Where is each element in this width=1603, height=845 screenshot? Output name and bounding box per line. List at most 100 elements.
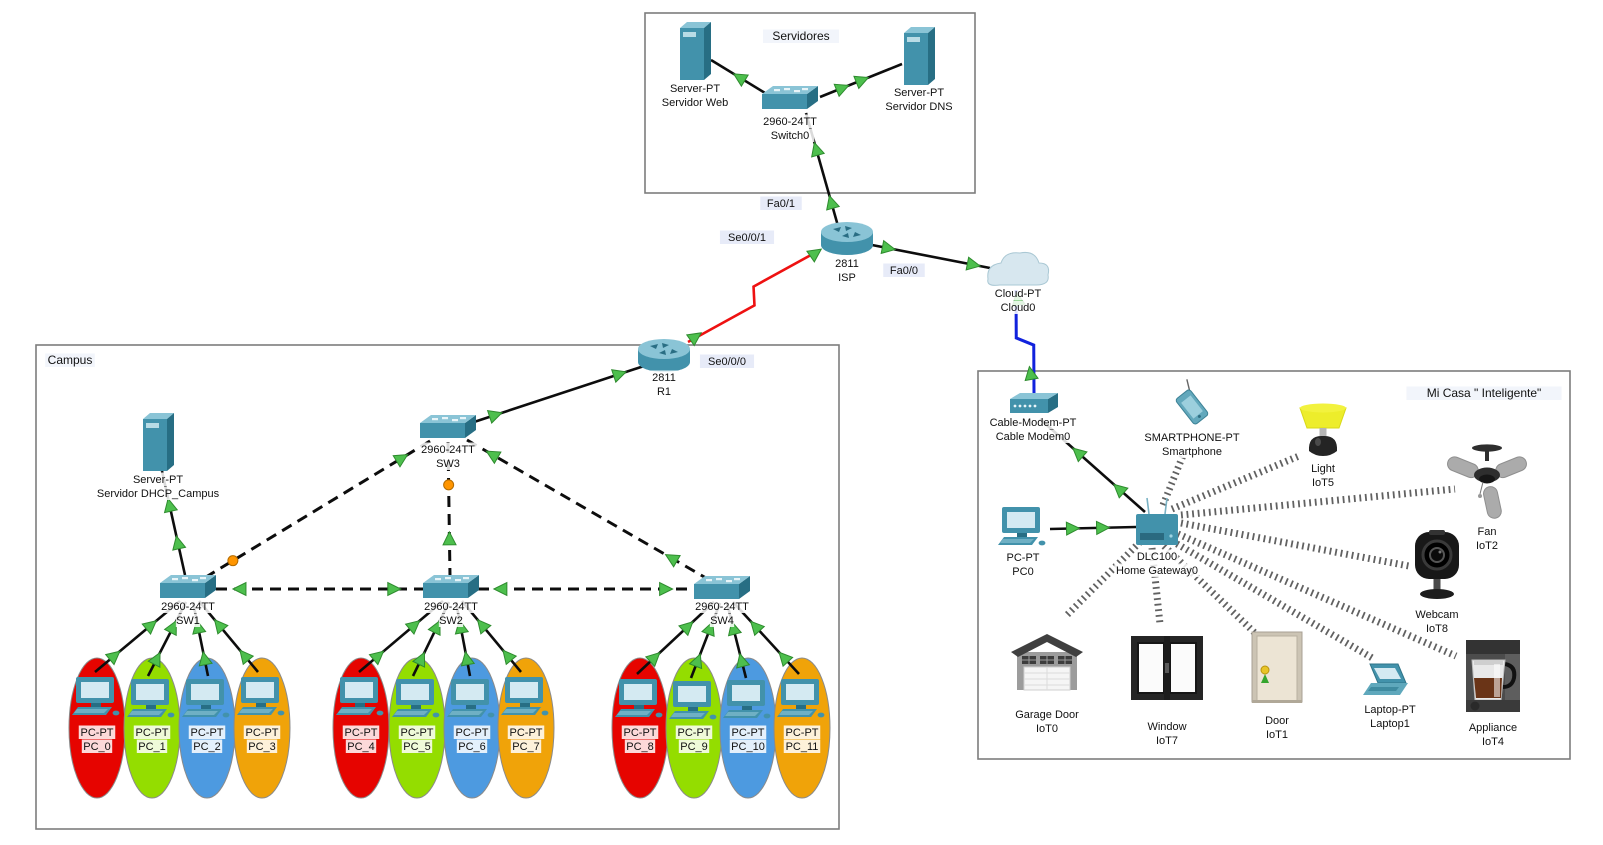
label-background [759,114,821,128]
wireless-link[interactable] [1180,485,1456,519]
home-gateway0-icon[interactable] [1136,497,1178,545]
link-status-triangle [732,73,750,88]
laptop1-icon[interactable] [1363,663,1408,695]
device-pc-8 [615,679,663,718]
door-iot1-icon[interactable] [1251,631,1303,703]
isp-icon[interactable] [821,222,873,255]
label-background [1010,564,1036,578]
fan-iot2-icon[interactable] [1445,444,1528,519]
pc-6-label: PC-PT [456,727,489,739]
pc0-label: PC-PT [1007,552,1040,564]
link-status-triangle [853,75,870,90]
pc0-label: PC0 [1012,566,1033,578]
device-door-iot1 [1251,631,1303,703]
garage-door-iot0-icon[interactable] [1011,634,1083,691]
link-status-triangle [678,620,694,637]
label-background [456,739,488,753]
link-status-triangle [404,619,421,635]
link-status-triangle [965,256,982,271]
pc-7-icon[interactable] [501,677,549,716]
label-background [1158,444,1226,458]
pc-1-label: PC_1 [138,741,166,753]
link-status-triangle [1072,447,1088,463]
pc-9-icon[interactable] [669,681,717,720]
trunk-link[interactable] [466,438,707,580]
wireless-link[interactable] [1170,452,1301,513]
pc-5-icon[interactable] [392,679,440,718]
link-status-triangle [1095,520,1111,536]
servidor-dhcp-campus-icon[interactable] [143,413,174,471]
wireless-link[interactable] [1063,539,1143,619]
label-background [1151,733,1183,747]
servidor-web-icon[interactable] [680,22,711,80]
pc-8-icon[interactable] [615,679,663,718]
link-status-triangle [392,453,409,468]
sw4-label: 2960-24TT [695,601,749,613]
device-pc-4 [336,677,384,716]
pc-0-icon[interactable] [72,677,120,716]
port-label-fa0-1: Fa0/1 [767,198,795,210]
wireless-link[interactable] [1176,530,1458,660]
webcam-iot8-icon[interactable] [1415,530,1459,599]
sw4-icon[interactable] [694,576,750,599]
device-pc-6 [447,679,495,718]
label-background [246,739,278,753]
pc-4-icon[interactable] [336,677,384,716]
sw1-icon[interactable] [160,575,216,598]
pc0-icon[interactable] [998,507,1046,546]
pc-6-icon[interactable] [447,679,495,718]
link-status-triangle [736,652,751,669]
pc-10-label: PC-PT [732,727,765,739]
ethernet-link[interactable] [1049,525,1137,531]
link-status-triangle [826,194,841,211]
trunk-link[interactable] [205,439,431,579]
appliance-iot4-label: Appliance [1469,722,1517,734]
sw1-label: SW1 [176,615,200,627]
label-background [993,429,1073,443]
pc-1-icon[interactable] [127,679,175,718]
port-label-fa0-0: Fa0/0 [890,265,918,277]
fan-iot2-label: Fan [1478,526,1497,538]
device-pc-0 [72,677,120,716]
cable-modem0-icon[interactable] [1010,393,1058,413]
device-pc-11 [777,679,825,718]
servidor-dns-label: Server-PT [894,87,944,99]
pc-3-icon[interactable] [237,677,285,716]
light-iot5-label: IoT5 [1312,477,1334,489]
sw2-icon[interactable] [423,575,479,598]
pc-10-icon[interactable] [723,680,771,719]
label-background [719,230,775,244]
smartphone-icon[interactable] [1170,379,1213,425]
link-status-triangle [239,649,255,666]
device-pc-7 [501,677,549,716]
pc-11-icon[interactable] [777,679,825,718]
pc-9-label: PC_9 [680,741,708,753]
wireless-link[interactable] [1180,519,1410,570]
ethernet-link[interactable] [411,601,451,677]
window-iot7-icon[interactable] [1131,636,1203,700]
sw3-icon[interactable] [420,415,476,438]
campus-box-label: Campus [48,353,93,367]
pc-2-icon[interactable] [182,679,230,718]
light-iot5-icon[interactable] [1299,403,1347,457]
appliance-iot4-icon[interactable] [1466,640,1520,712]
pc-9-label: PC-PT [678,727,711,739]
home-gateway0-label: DLC100 [1137,551,1177,563]
servidores-group-box: Servidores [644,12,976,194]
device-pc-3 [237,677,285,716]
label-background [417,442,479,456]
switch0-icon[interactable] [762,86,818,109]
label-background [1135,549,1179,563]
campus-group-box: Campus [35,344,840,830]
label-background [243,725,281,739]
r1-icon[interactable] [638,339,690,372]
device-pc0 [998,507,1046,546]
ethernet-link[interactable] [636,601,715,675]
device-garage-door-iot0 [1011,634,1083,691]
serial-link[interactable] [687,248,821,344]
window-iot7-label: Window [1147,721,1186,733]
cloud0-icon[interactable] [987,252,1050,286]
pc-6-label: PC_6 [458,741,486,753]
servidor-dns-icon[interactable] [904,27,935,85]
label-background [1406,386,1562,400]
